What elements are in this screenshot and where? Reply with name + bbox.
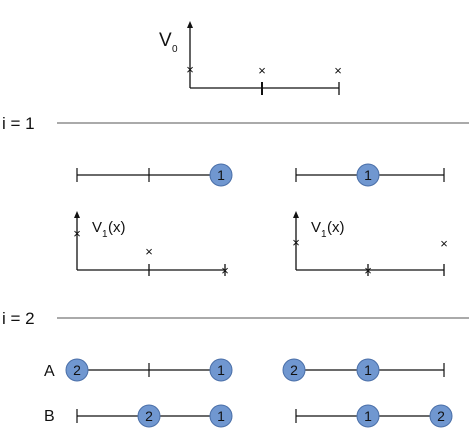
v1-point-2: × — [145, 244, 153, 259]
step-1-chain-left: 1 — [76, 163, 233, 187]
row-a-chain-left: 2 1 — [65, 358, 233, 382]
node-1 — [356, 404, 380, 428]
v0-subscript: 0 — [172, 44, 178, 55]
v0-plot: V 0 × × × — [159, 21, 342, 95]
node-1 — [209, 404, 233, 428]
v0-point-3: × — [334, 63, 342, 78]
node-2-label: 2 — [73, 362, 81, 378]
node-1 — [356, 358, 380, 382]
node-1 — [209, 358, 233, 382]
v0-y-axis-arrow — [187, 21, 193, 28]
node-1-label: 1 — [364, 167, 372, 183]
node-2 — [137, 404, 161, 428]
row-a-chain-right: 2 1 — [282, 358, 445, 382]
v1-point-1: × — [292, 235, 300, 250]
node-2 — [65, 358, 89, 382]
v1-y-axis-arrow — [74, 211, 80, 218]
v1-plot-right: V 1 (x) × × × — [292, 211, 448, 278]
node-1-label: 1 — [217, 362, 225, 378]
node-1-label: 1 — [364, 362, 372, 378]
v1-label-sub: 1 — [321, 229, 327, 240]
v1-label-main: V — [311, 219, 321, 236]
row-b-chain-right: 1 2 — [295, 404, 453, 428]
node-2 — [429, 404, 453, 428]
v1-point-3: × — [221, 263, 229, 278]
node-1-label: 1 — [364, 408, 372, 424]
step-2-label: i = 2 — [2, 309, 35, 328]
v0-point-1: × — [186, 62, 194, 77]
row-b-label: B — [44, 408, 55, 425]
row-a-label: A — [44, 363, 55, 380]
v1-label-arg: (x) — [327, 219, 345, 236]
v0-label: V — [159, 30, 172, 51]
step-1-header: i = 1 — [2, 114, 469, 133]
v1-label-sub: 1 — [102, 229, 108, 240]
v1-y-axis-arrow — [293, 211, 299, 218]
node-1-label: 1 — [217, 408, 225, 424]
step-2-header: i = 2 — [2, 309, 469, 328]
node-2-label: 2 — [290, 362, 298, 378]
v1-label-arg: (x) — [108, 219, 126, 236]
v1-plot-left: V 1 (x) × × × — [73, 211, 229, 278]
row-b-chain-left: 2 1 — [76, 404, 233, 428]
node-1-label: 1 — [217, 167, 225, 183]
node-1 — [356, 163, 380, 187]
v1-label-main: V — [92, 219, 102, 236]
node-1 — [209, 163, 233, 187]
v1-point-2: × — [364, 263, 372, 278]
step-1-label: i = 1 — [2, 114, 35, 133]
v1-point-1: × — [73, 226, 81, 241]
v0-point-2: × — [258, 63, 266, 78]
step-1-chain-right: 1 — [295, 163, 445, 187]
v1-point-3: × — [440, 236, 448, 251]
node-2-label: 2 — [145, 408, 153, 424]
node-2 — [282, 358, 306, 382]
node-2-label: 2 — [437, 408, 445, 424]
